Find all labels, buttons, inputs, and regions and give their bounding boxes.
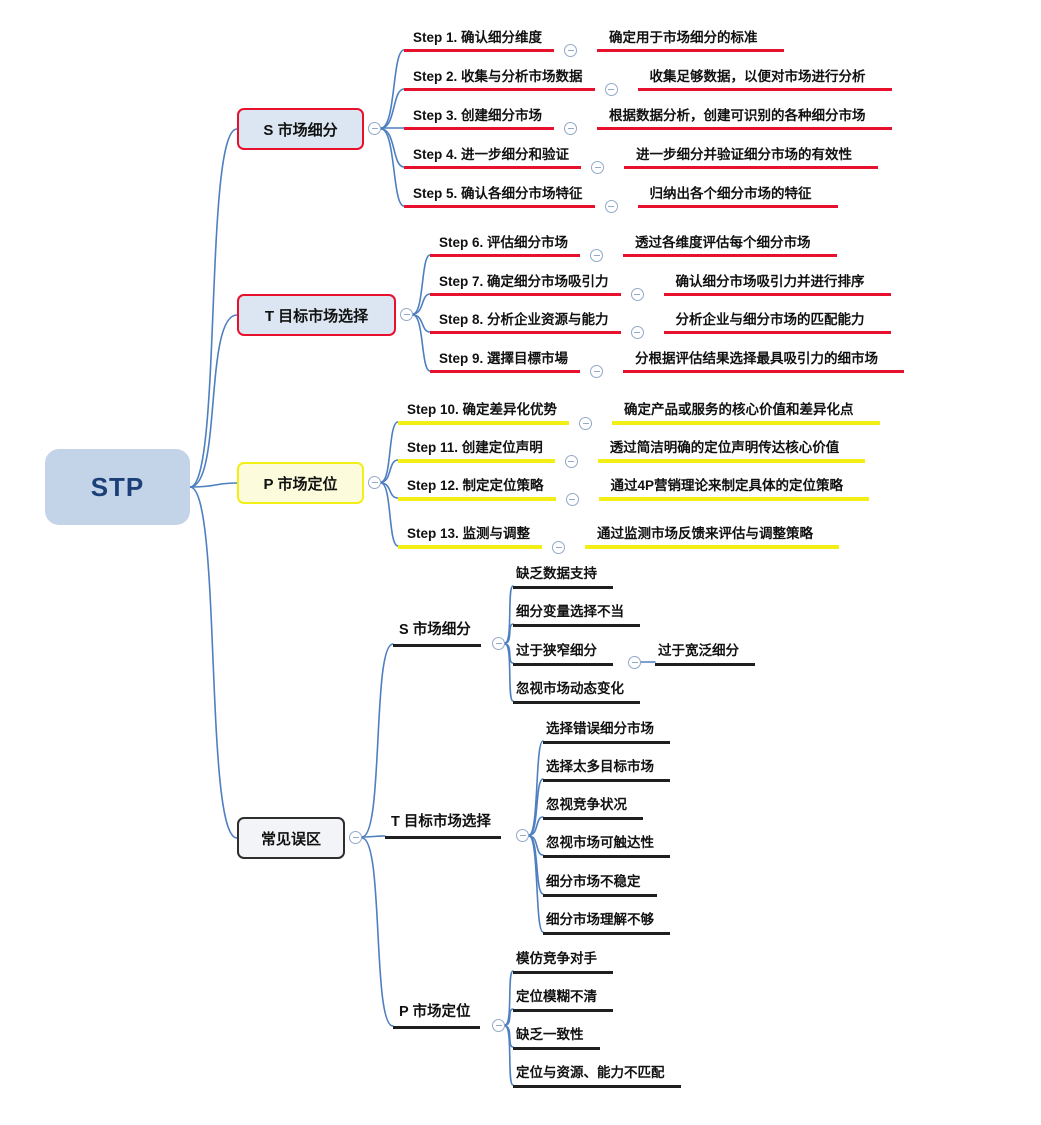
collapse-icon[interactable] — [579, 417, 593, 430]
mistake-item[interactable]: 模仿竞争对手 — [513, 950, 613, 974]
step-desc: 通过监测市场反馈来评估与调整策略 — [585, 525, 840, 549]
mistake-item[interactable]: 忽视市场动态变化 — [513, 680, 640, 704]
step-node[interactable]: Step 6. 评估细分市场 透过各维度评估每个细分市场 — [430, 234, 837, 262]
collapse-icon[interactable] — [630, 288, 644, 301]
step-node[interactable]: Step 9. 選擇目標市場 分根据评估结果选择最具吸引力的细市场 — [430, 350, 905, 378]
step-label: Step 10. 确定差异化优势 — [398, 401, 570, 425]
step-node[interactable]: Step 4. 进一步细分和验证 进一步细分并验证细分市场的有效性 — [404, 146, 879, 174]
collapse-icon[interactable] — [591, 161, 605, 174]
collapse-icon[interactable] — [565, 493, 579, 506]
step-label: Step 12. 制定定位策略 — [398, 477, 556, 501]
mistake-group-label: S 市场细分 — [393, 621, 481, 647]
collapse-icon[interactable] — [368, 476, 381, 489]
step-desc: 收集足够数据，以便对市场进行分析 — [637, 68, 892, 91]
step-label: Step 9. 選擇目標市場 — [430, 350, 581, 373]
step-node[interactable]: Step 13. 监测与调整 通过监测市场反馈来评估与调整策略 — [398, 525, 840, 554]
step-label: Step 6. 评估细分市场 — [430, 234, 581, 257]
mistake-item[interactable]: 缺乏数据支持 — [513, 565, 613, 589]
step-label: Step 3. 创建细分市场 — [404, 107, 555, 130]
step-label: Step 2. 收集与分析市场数据 — [404, 68, 595, 91]
branch-segmentation[interactable]: S 市场细分 — [237, 108, 364, 150]
mistake-group-positioning[interactable]: P 市场定位 — [393, 1003, 481, 1029]
mistake-item[interactable]: 忽视市场可触达性 — [543, 834, 670, 858]
step-label: Step 13. 监测与调整 — [398, 525, 543, 549]
step-node[interactable]: Step 11. 创建定位声明 透过简洁明确的定位声明传达核心价值 — [398, 439, 866, 468]
collapse-icon[interactable] — [492, 637, 505, 650]
step-node[interactable]: Step 12. 制定定位策略 通过4P营销理论来制定具体的定位策略 — [398, 477, 870, 506]
mistake-item[interactable]: 忽视竞争状况 — [543, 796, 643, 820]
branch-targeting-label: T 目标市场选择 — [264, 307, 369, 325]
step-desc: 通过4P营销理论来制定具体的定位策略 — [598, 477, 870, 501]
collapse-icon[interactable] — [552, 541, 566, 554]
mistake-item[interactable]: 细分变量选择不当 — [513, 603, 640, 627]
step-desc: 确认细分市场吸引力并进行排序 — [663, 273, 891, 296]
step-node[interactable]: Step 2. 收集与分析市场数据 收集足够数据，以便对市场进行分析 — [404, 68, 892, 96]
collapse-icon[interactable] — [590, 365, 604, 378]
step-label: Step 1. 确认细分维度 — [404, 29, 555, 52]
step-desc: 确定产品或服务的核心价值和差异化点 — [612, 401, 880, 425]
root-node[interactable]: STP — [45, 449, 190, 525]
collapse-icon[interactable] — [368, 122, 381, 135]
step-desc: 分根据评估结果选择最具吸引力的细市场 — [623, 350, 905, 373]
step-label: Step 7. 确定细分市场吸引力 — [430, 273, 621, 296]
mistake-group-targeting[interactable]: T 目标市场选择 — [385, 813, 501, 839]
step-desc: 透过各维度评估每个细分市场 — [623, 234, 837, 257]
collapse-icon[interactable] — [604, 200, 618, 213]
step-label: Step 8. 分析企业资源与能力 — [430, 311, 621, 334]
collapse-icon[interactable] — [628, 656, 641, 669]
step-node[interactable]: Step 10. 确定差异化优势 确定产品或服务的核心价值和差异化点 — [398, 401, 880, 430]
collapse-icon[interactable] — [492, 1019, 505, 1032]
collapse-icon[interactable] — [349, 831, 362, 844]
mistake-item[interactable]: 细分市场理解不够 — [543, 911, 670, 935]
branch-positioning-label: P 市场定位 — [263, 475, 338, 493]
collapse-icon[interactable] — [630, 326, 644, 339]
root-label: STP — [90, 471, 145, 502]
collapse-icon[interactable] — [604, 83, 618, 96]
branch-segmentation-label: S 市场细分 — [263, 121, 338, 139]
collapse-icon[interactable] — [590, 249, 604, 262]
step-desc: 确定用于市场细分的标准 — [597, 29, 784, 52]
step-desc: 分析企业与细分市场的匹配能力 — [663, 311, 891, 334]
step-desc: 归纳出各个细分市场的特征 — [637, 185, 838, 208]
step-desc: 进一步细分并验证细分市场的有效性 — [624, 146, 879, 169]
step-label: Step 5. 确认各细分市场特征 — [404, 185, 595, 208]
collapse-icon[interactable] — [564, 455, 578, 468]
step-label: Step 4. 进一步细分和验证 — [404, 146, 582, 169]
mistake-group-segmentation[interactable]: S 市场细分 — [393, 621, 481, 647]
collapse-icon[interactable] — [564, 44, 578, 57]
mistake-item[interactable]: 定位模糊不清 — [513, 988, 613, 1012]
branch-targeting[interactable]: T 目标市场选择 — [237, 294, 396, 336]
step-label: Step 11. 创建定位声明 — [398, 439, 555, 463]
mistake-item[interactable]: 选择太多目标市场 — [543, 758, 670, 782]
mistake-group-label: P 市场定位 — [393, 1003, 481, 1029]
mistake-item[interactable]: 过于宽泛细分 — [655, 642, 755, 666]
mistake-item[interactable]: 过于狭窄细分 — [513, 642, 613, 666]
step-node[interactable]: Step 3. 创建细分市场 根据数据分析，创建可识别的各种细分市场 — [404, 107, 892, 135]
collapse-icon[interactable] — [400, 308, 413, 321]
branch-mistakes-label: 常见误区 — [260, 830, 321, 848]
step-node[interactable]: Step 5. 确认各细分市场特征 归纳出各个细分市场的特征 — [404, 185, 838, 213]
mistake-item[interactable]: 定位与资源、能力不匹配 — [513, 1064, 681, 1088]
collapse-icon[interactable] — [564, 122, 578, 135]
step-node[interactable]: Step 1. 确认细分维度 确定用于市场细分的标准 — [404, 29, 784, 57]
mistake-item[interactable]: 细分市场不稳定 — [543, 873, 657, 897]
step-node[interactable]: Step 8. 分析企业资源与能力 分析企业与细分市场的匹配能力 — [430, 311, 891, 339]
mistake-group-label: T 目标市场选择 — [385, 813, 501, 839]
mistake-item[interactable]: 缺乏一致性 — [513, 1026, 600, 1050]
step-node[interactable]: Step 7. 确定细分市场吸引力 确认细分市场吸引力并进行排序 — [430, 273, 891, 301]
branch-positioning[interactable]: P 市场定位 — [237, 462, 364, 504]
mistake-item[interactable]: 选择错误细分市场 — [543, 720, 670, 744]
branch-mistakes[interactable]: 常见误区 — [237, 817, 345, 859]
step-desc: 根据数据分析，创建可识别的各种细分市场 — [597, 107, 892, 130]
step-desc: 透过简洁明确的定位声明传达核心价值 — [597, 439, 866, 463]
collapse-icon[interactable] — [516, 829, 529, 842]
